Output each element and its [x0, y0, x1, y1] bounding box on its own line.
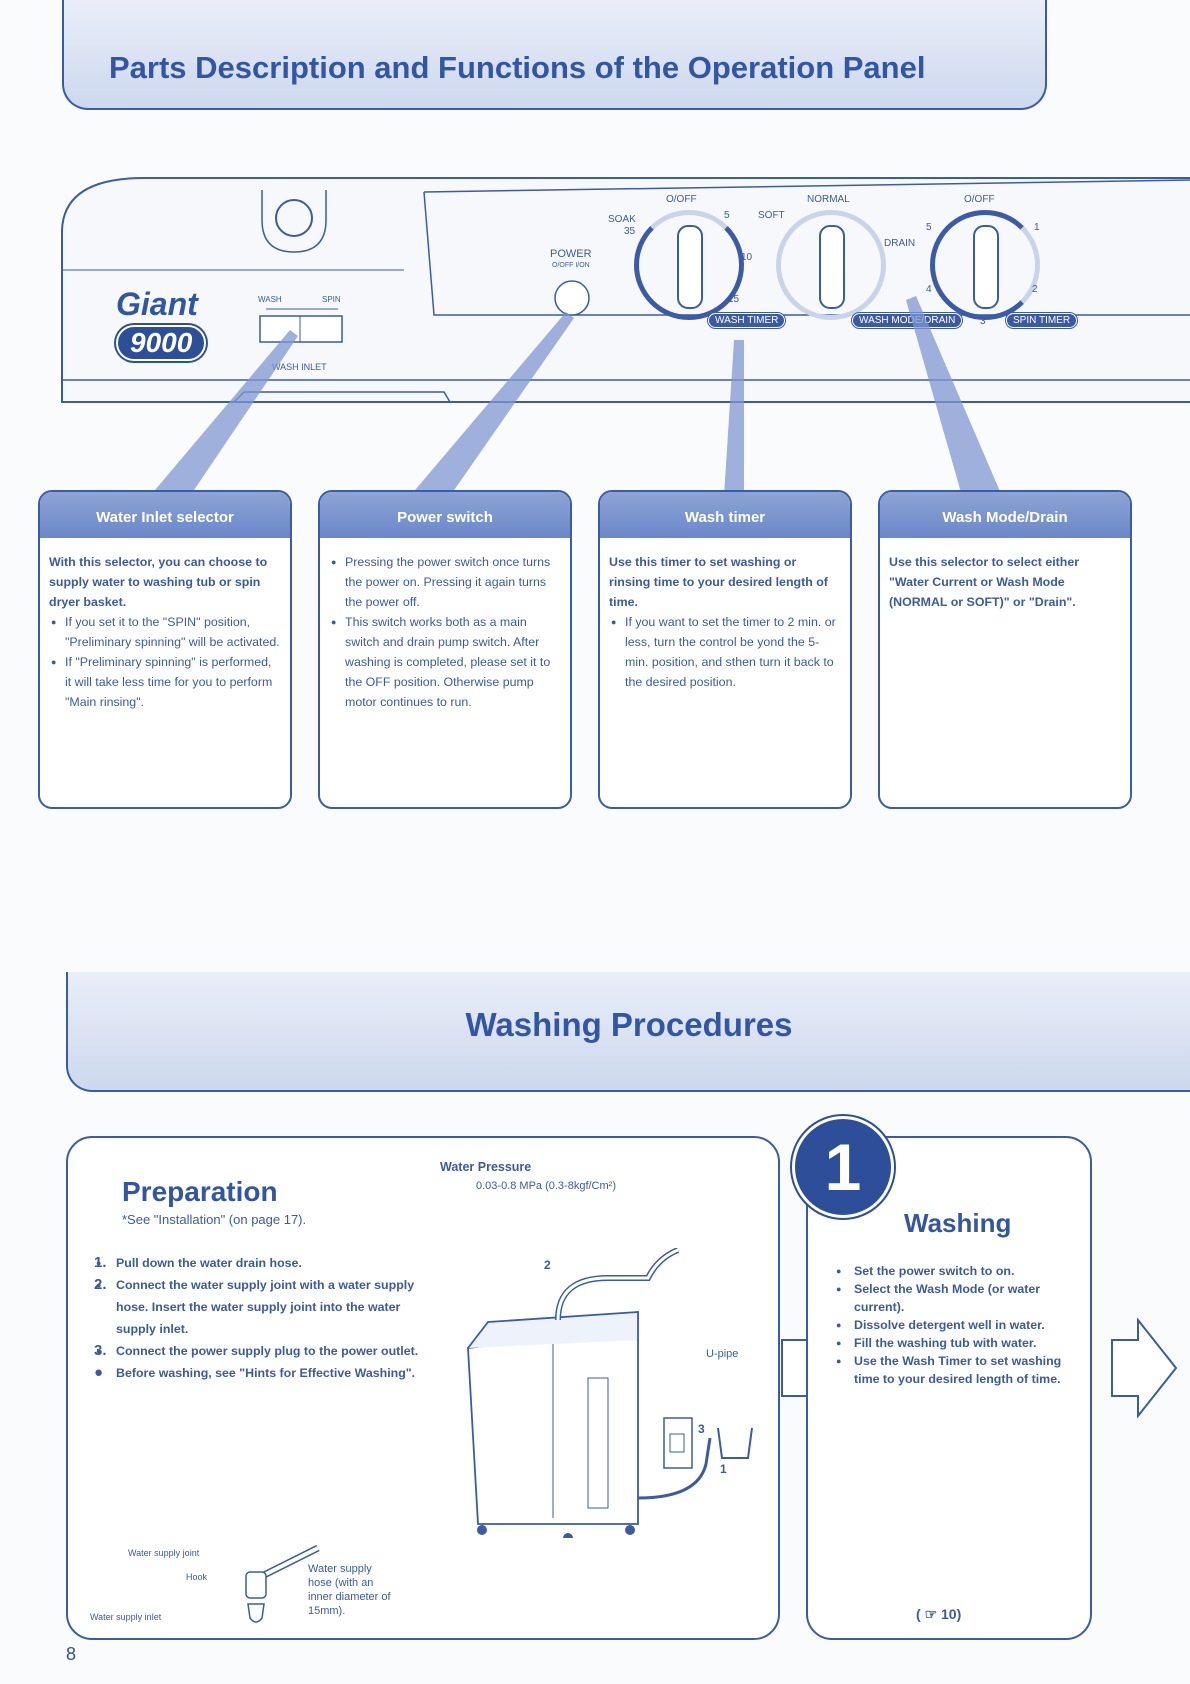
wash-mode-normal: NORMAL [807, 194, 850, 205]
card-water-inlet: Water Inlet selector With this selector,… [38, 490, 292, 809]
spin-label: SPIN [322, 295, 341, 304]
pointer-beams [150, 296, 1002, 496]
washing-step-box: Washing Set the power switch to on. Sele… [806, 1136, 1092, 1640]
power-label: POWER [550, 248, 592, 260]
card-title: Water Inlet selector [40, 492, 290, 538]
washer-illustration [467, 1248, 753, 1538]
procedures-banner: Washing Procedures [66, 972, 1190, 1092]
wash-mode-soft: SOFT [758, 210, 785, 221]
hook-label: Hook [186, 1572, 208, 1582]
card-lead: With this selector, you can choose to su… [49, 555, 268, 609]
list-item: Use the Wash Timer to set washing time t… [832, 1352, 1082, 1388]
wash-inlet-label: WASH INLET [272, 362, 327, 372]
card-wash-mode: Wash Mode/Drain Use this selector to sel… [878, 490, 1132, 809]
joint-detail [245, 1544, 320, 1623]
spin-timer-2: 2 [1032, 284, 1038, 295]
wash-timer-dial[interactable] [634, 210, 744, 320]
wash-timer-knob[interactable] [677, 225, 703, 309]
wash-mode-tag: WASH MODE/DRAIN [852, 313, 963, 328]
wash-mode-knob[interactable] [819, 225, 845, 309]
spin-timer-off: O/OFF [964, 194, 995, 205]
spin-timer-knob[interactable] [973, 225, 999, 309]
wash-timer-15: 15 [728, 294, 740, 305]
washing-title: Washing [904, 1208, 1012, 1238]
procedures-title: Washing Procedures [465, 1006, 793, 1043]
preparation-box: Preparation *See "Installation" (on page… [66, 1136, 780, 1640]
u-pipe-label: U-pipe [706, 1348, 739, 1360]
list-item: Dissolve detergent well in water. [832, 1316, 1082, 1334]
model-badge: 9000 [116, 325, 207, 361]
list-item: Fill the washing tub with water. [832, 1334, 1082, 1352]
list-item: If you set it to the "SPIN" position, "P… [49, 612, 281, 652]
power-sub-label: O/OFF I/ON [552, 262, 590, 269]
list-item: This switch works both as a main switch … [329, 612, 561, 712]
water-pressure-value: 0.03-0.8 MPa (0.3-8kgf/Cm²) [476, 1180, 616, 1192]
water-supply-hose-label: Water supply hose (with an inner diamete… [308, 1563, 391, 1617]
card-title: Wash Mode/Drain [880, 492, 1130, 538]
spin-timer-4: 4 [926, 284, 932, 295]
step-number-badge: 1 [792, 1116, 894, 1218]
spin-timer-tag: SPIN TIMER [1006, 313, 1078, 328]
wash-timer-soak: SOAK [608, 214, 636, 225]
wash-label: WASH [258, 295, 282, 304]
preparation-title: Preparation [122, 1176, 278, 1207]
brand-name: Giant [116, 286, 198, 322]
page-reference[interactable]: ( ☞ 10) [916, 1606, 962, 1622]
wash-timer-35: 35 [624, 226, 636, 237]
wash-timer-tag: WASH TIMER [708, 313, 786, 328]
list-item: Set the power switch to on. [832, 1262, 1082, 1280]
washing-steps: Set the power switch to on. Select the W… [832, 1262, 1082, 1388]
wash-mode-dial[interactable] [776, 210, 886, 320]
card-power-switch: Power switch Pressing the power switch o… [318, 490, 572, 809]
water-supply-inlet-label: Water supply inlet [90, 1612, 162, 1622]
wash-mode-drain: DRAIN [884, 238, 916, 249]
card-wash-timer: Wash timer Use this timer to set washing… [598, 490, 852, 809]
callout-3: 3 [698, 1422, 705, 1436]
operation-panel: Giant 9000 WASH SPIN WASH INLET POWER O/… [34, 170, 1190, 410]
spin-timer-5: 5 [926, 222, 932, 233]
page-number: 8 [66, 1644, 77, 1664]
list-item: Select the Wash Mode (or water current). [832, 1280, 1082, 1316]
list-item: If you want to set the timer to 2 min. o… [609, 612, 841, 692]
list-item: If "Preliminary spinning" is performed, … [49, 652, 281, 712]
header-banner: Parts Description and Functions of the O… [62, 0, 1047, 110]
callout-1: 1 [720, 1462, 727, 1476]
card-lead: Use this selector to select either "Wate… [889, 555, 1080, 609]
card-lead: Use this timer to set washing or rinsing… [609, 555, 828, 609]
panel-outline [61, 177, 1190, 403]
water-pressure-label: Water Pressure [440, 1160, 532, 1174]
brand-logo: Giant 9000 [116, 286, 207, 361]
list-item: Pressing the power switch once turns the… [329, 552, 561, 612]
card-title: Power switch [320, 492, 570, 538]
arrow-next [1111, 1318, 1178, 1418]
list-item: 1.Pull down the water drain hose. [94, 1252, 424, 1274]
spin-timer-1: 1 [1034, 222, 1040, 233]
pointing-hand-icon: ☞ [924, 1606, 938, 1622]
wash-timer-10: 10 [741, 252, 753, 263]
callout-2: 2 [544, 1258, 551, 1272]
list-item: 3.Connect the power supply plug to the p… [94, 1340, 424, 1362]
list-item: ●Before washing, see "Hints for Effectiv… [94, 1362, 424, 1384]
preparation-subtitle: *See "Installation" (on page 17). [122, 1212, 307, 1227]
page-title: Parts Description and Functions of the O… [109, 50, 926, 85]
list-item: 2.Connect the water supply joint with a … [94, 1274, 424, 1340]
spin-timer-3: 3 [980, 316, 986, 327]
water-supply-joint-label: Water supply joint [128, 1548, 200, 1558]
preparation-steps: 1.Pull down the water drain hose. 2.Conn… [94, 1252, 424, 1384]
wash-timer-off: O/OFF [666, 194, 697, 205]
wash-timer-5: 5 [724, 210, 730, 221]
spin-timer-dial[interactable] [930, 210, 1040, 320]
card-title: Wash timer [600, 492, 850, 538]
